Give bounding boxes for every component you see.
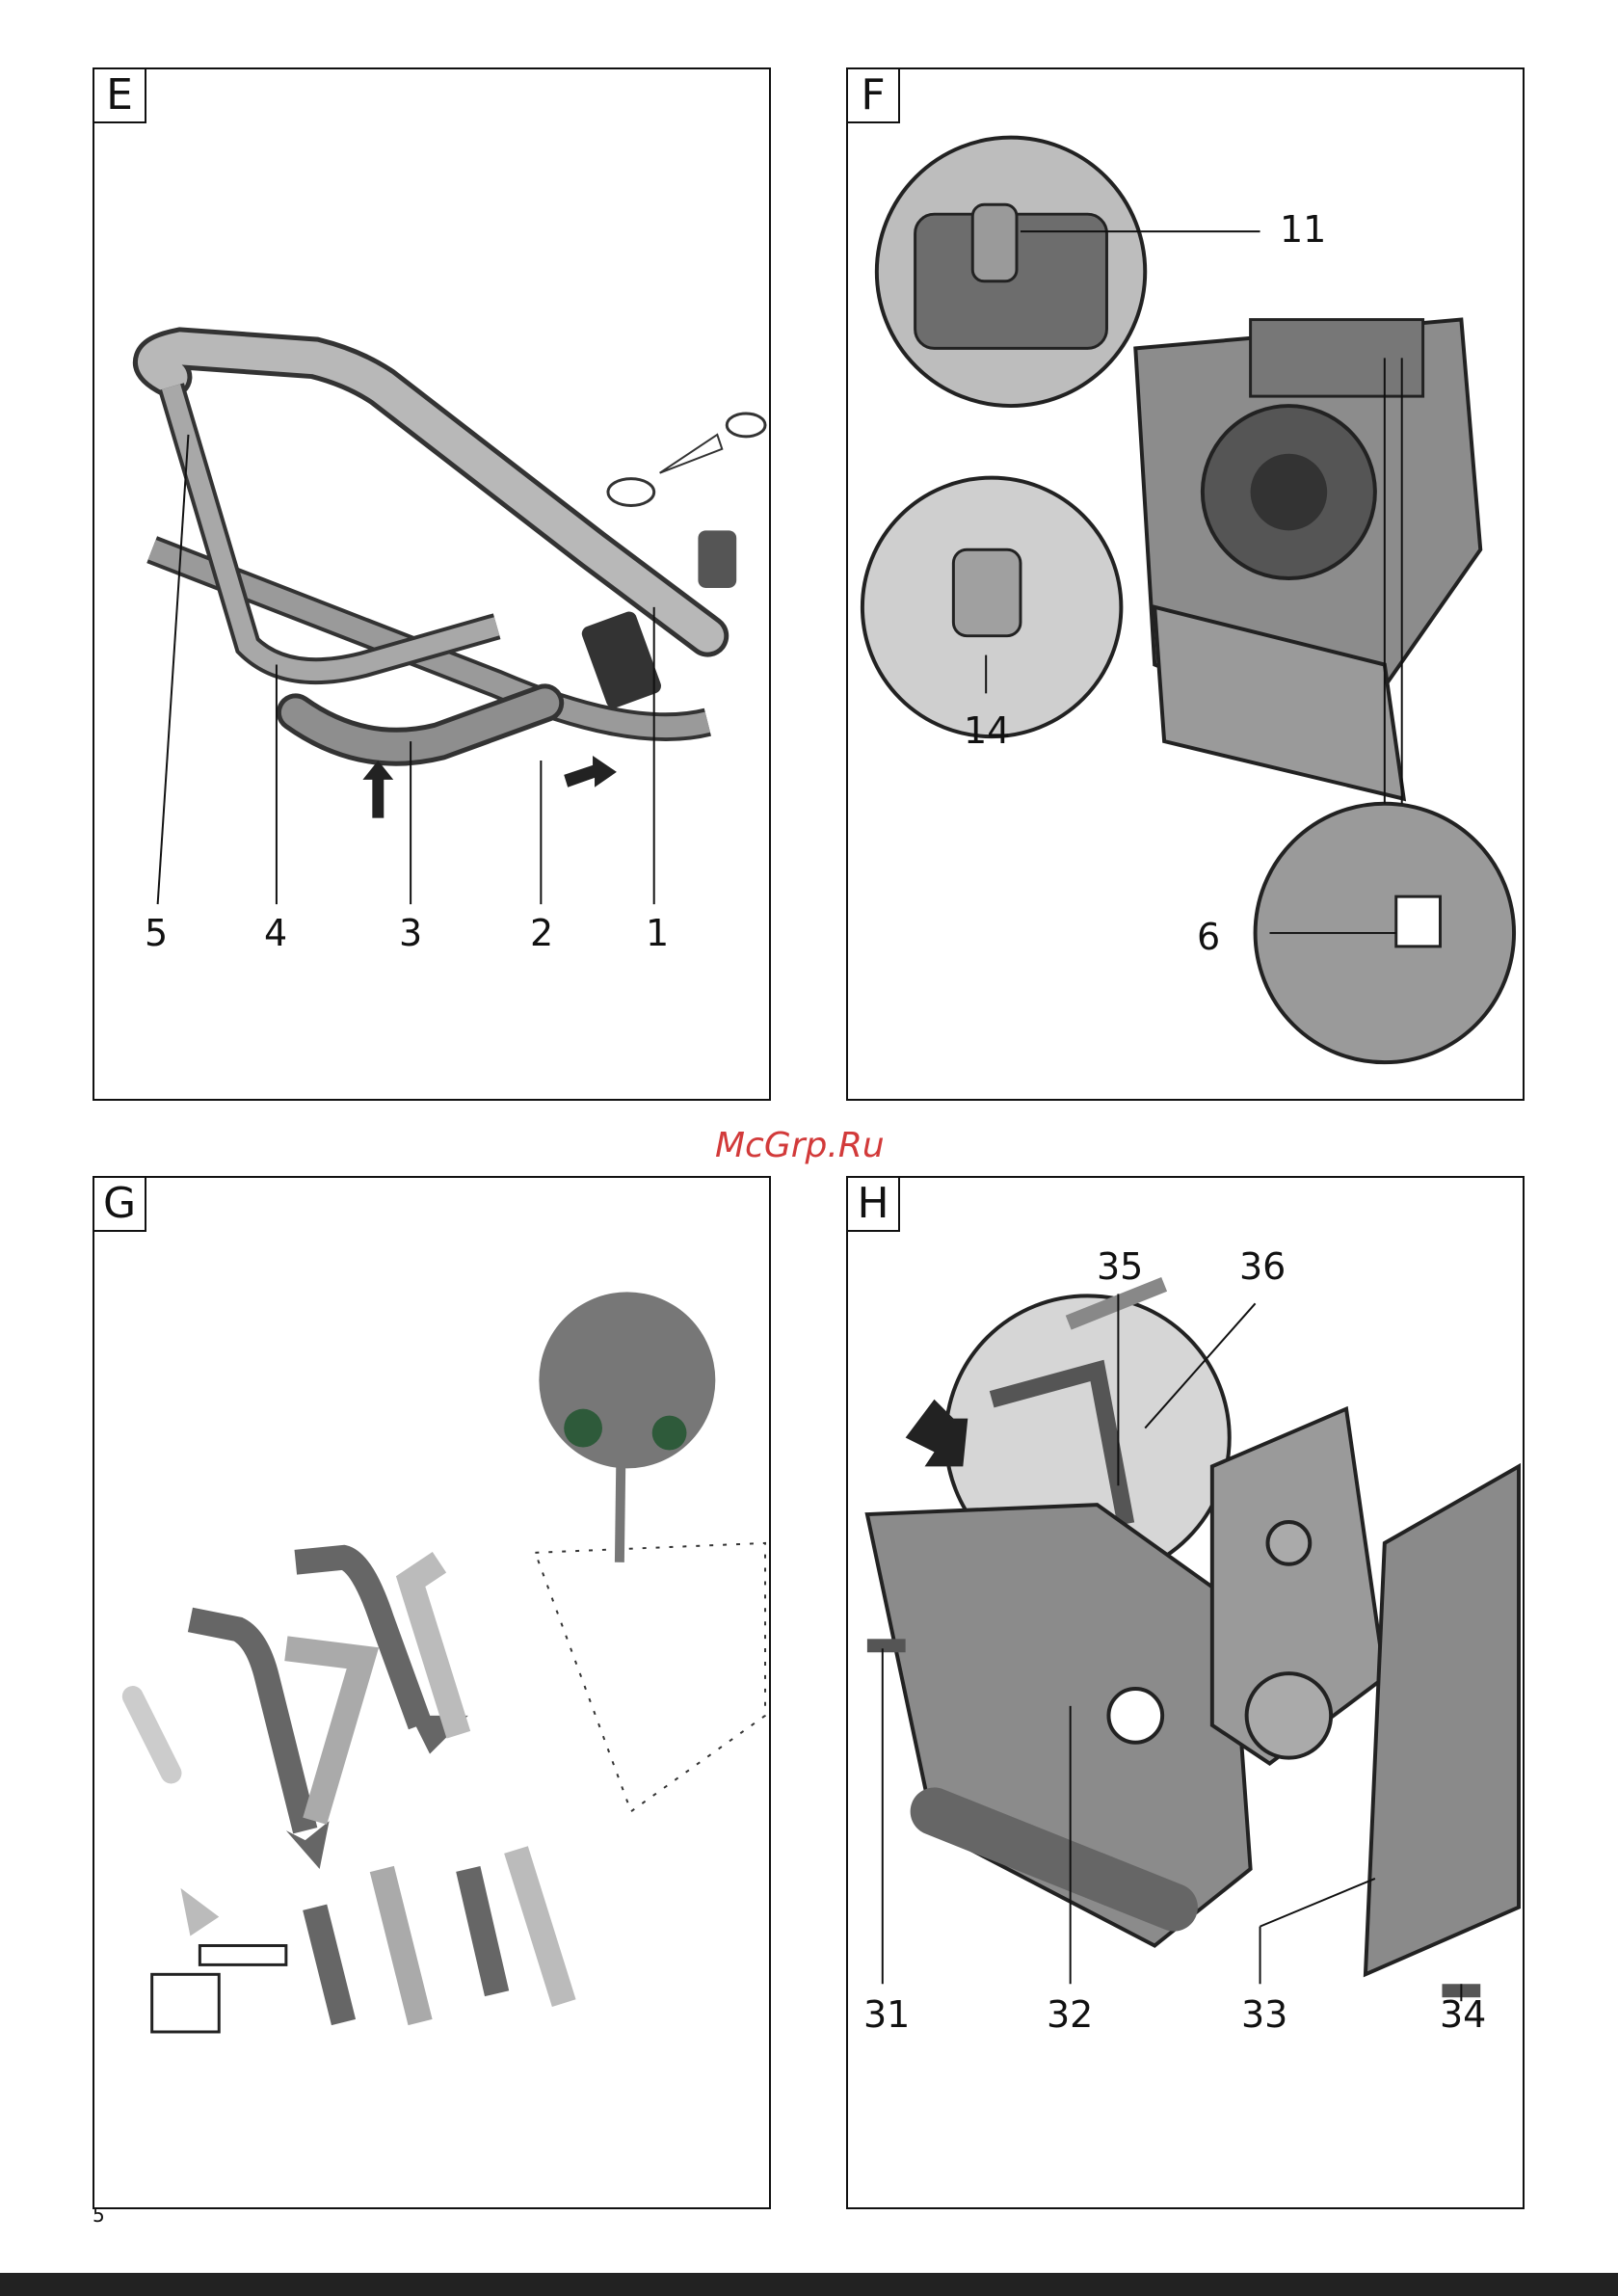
mower-housing-illustration bbox=[848, 1178, 1523, 2207]
label-5: 5 bbox=[145, 914, 168, 952]
label-32: 32 bbox=[1047, 1995, 1093, 2034]
panel-e: E 5 4 3 2 1 bbox=[93, 67, 771, 1101]
label-11: 11 bbox=[1280, 210, 1326, 249]
panel-h: H 35 36 31 32 33 34 bbox=[846, 1176, 1525, 2209]
label-4: 4 bbox=[264, 914, 287, 952]
label-6: 6 bbox=[1197, 918, 1220, 956]
label-31: 31 bbox=[863, 1995, 910, 2034]
label-2: 2 bbox=[530, 914, 553, 952]
page-number: 5 bbox=[93, 2203, 105, 2227]
watermark: McGrp.Ru bbox=[715, 1126, 885, 1165]
label-14: 14 bbox=[964, 711, 1010, 750]
label-1: 1 bbox=[646, 914, 669, 952]
label-34: 34 bbox=[1440, 1995, 1486, 2034]
panel-f: F 11 14 6 bbox=[846, 67, 1525, 1101]
panel-g: G bbox=[93, 1176, 771, 2209]
engine-illustration bbox=[848, 69, 1523, 1099]
label-3: 3 bbox=[399, 914, 422, 952]
label-36: 36 bbox=[1239, 1247, 1286, 1286]
bottom-rule bbox=[0, 2273, 1618, 2296]
label-35: 35 bbox=[1097, 1247, 1143, 1286]
label-33: 33 bbox=[1241, 1995, 1287, 2034]
mowing-pattern-illustration bbox=[94, 1178, 769, 2207]
